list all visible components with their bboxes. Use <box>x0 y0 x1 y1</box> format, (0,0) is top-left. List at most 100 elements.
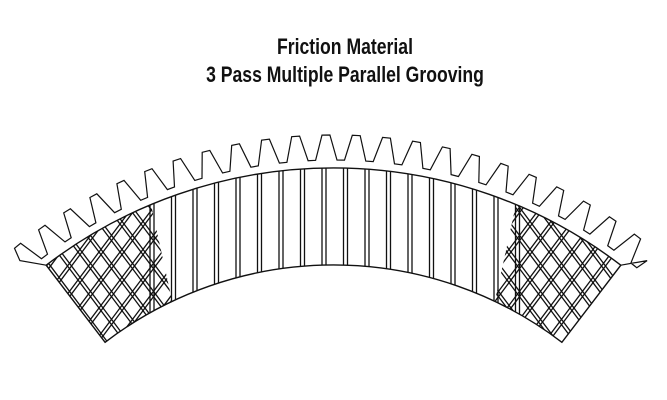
groove-line <box>46 200 91 343</box>
groove-line <box>482 200 520 343</box>
groove-line <box>234 180 384 380</box>
groove-line <box>46 200 179 343</box>
spline-teeth <box>13 134 648 269</box>
groove-line <box>561 200 621 343</box>
groove-line <box>46 200 53 343</box>
groove-line <box>297 180 447 380</box>
groove-line <box>46 200 74 343</box>
groove-line <box>603 200 621 343</box>
groove-line <box>46 200 112 343</box>
groove-line <box>482 200 520 343</box>
groove-line <box>578 200 621 343</box>
groove-line <box>331 180 481 380</box>
groove-line <box>536 200 621 343</box>
groove-line <box>625 180 667 380</box>
groove-line <box>46 200 70 343</box>
parallel-grooves <box>149 167 521 343</box>
groove-line <box>243 180 393 380</box>
groove-line <box>276 180 426 380</box>
groove-line <box>289 180 439 380</box>
groove-line <box>46 200 175 343</box>
groove-line <box>482 200 499 343</box>
groove-line <box>663 180 667 380</box>
groove-line <box>578 200 621 343</box>
groove-line <box>255 180 405 380</box>
groove-line <box>264 180 414 380</box>
friction-material-band <box>45 167 622 344</box>
groove-line <box>46 200 53 343</box>
groove-line <box>289 180 439 380</box>
groove-line <box>482 200 524 343</box>
groove-line <box>620 200 621 343</box>
groove-line <box>132 200 185 343</box>
groove-line <box>46 200 74 343</box>
groove-line <box>149 200 185 343</box>
groove-line <box>322 180 472 380</box>
groove-line <box>646 180 667 380</box>
groove-line <box>0 180 10 380</box>
groove-line <box>46 200 70 343</box>
groove-line <box>69 200 185 343</box>
groove-line <box>498 200 621 343</box>
groove-line <box>46 200 91 343</box>
groove-line <box>646 180 667 380</box>
groove-line <box>276 180 426 380</box>
groove-line <box>0 180 6 380</box>
groove-line <box>243 180 393 380</box>
groove-line <box>482 200 503 343</box>
groove-line <box>46 200 154 343</box>
groove-line <box>0 180 6 380</box>
groove-line <box>46 200 95 343</box>
groove-line <box>515 200 621 343</box>
groove-line <box>482 200 587 343</box>
groove-line <box>519 200 621 343</box>
groove-line <box>301 180 451 380</box>
crosshatch-grooves-right <box>180 180 667 380</box>
groove-line <box>255 180 405 380</box>
groove-line <box>46 200 158 343</box>
groove-line <box>46 200 95 343</box>
groove-line <box>0 180 10 380</box>
groove-line <box>132 200 185 343</box>
groove-line <box>482 200 545 343</box>
groove-line <box>184 180 334 380</box>
groove-line <box>561 200 621 343</box>
groove-line <box>264 180 414 380</box>
groove-line <box>201 180 351 380</box>
groove-line <box>180 180 330 380</box>
groove-line <box>301 180 451 380</box>
groove-line <box>482 200 541 343</box>
groove-line <box>322 180 472 380</box>
groove-line <box>234 180 384 380</box>
groove-line <box>620 200 621 343</box>
groove-line <box>482 200 503 343</box>
groove-line <box>90 200 185 343</box>
groove-line <box>201 180 351 380</box>
groove-line <box>111 200 185 343</box>
groove-line <box>222 180 372 380</box>
groove-line <box>663 180 667 380</box>
groove-line <box>318 180 468 380</box>
groove-line <box>536 200 621 343</box>
groove-line <box>46 200 49 343</box>
groove-line <box>0 180 31 380</box>
groove-line <box>642 180 667 380</box>
groove-line <box>297 180 447 380</box>
groove-line <box>0 180 27 380</box>
groove-line <box>482 200 499 343</box>
groove-line <box>482 200 524 343</box>
groove-line <box>184 180 334 380</box>
groove-line <box>222 180 372 380</box>
groove-line <box>482 200 621 343</box>
groove-line <box>331 180 481 380</box>
groove-line <box>0 180 27 380</box>
groove-line <box>128 200 185 343</box>
groove-line <box>46 200 112 343</box>
groove-line <box>0 180 31 380</box>
groove-line <box>482 200 621 343</box>
groove-line <box>482 200 608 343</box>
groove-line <box>625 180 667 380</box>
groove-line <box>65 200 185 343</box>
